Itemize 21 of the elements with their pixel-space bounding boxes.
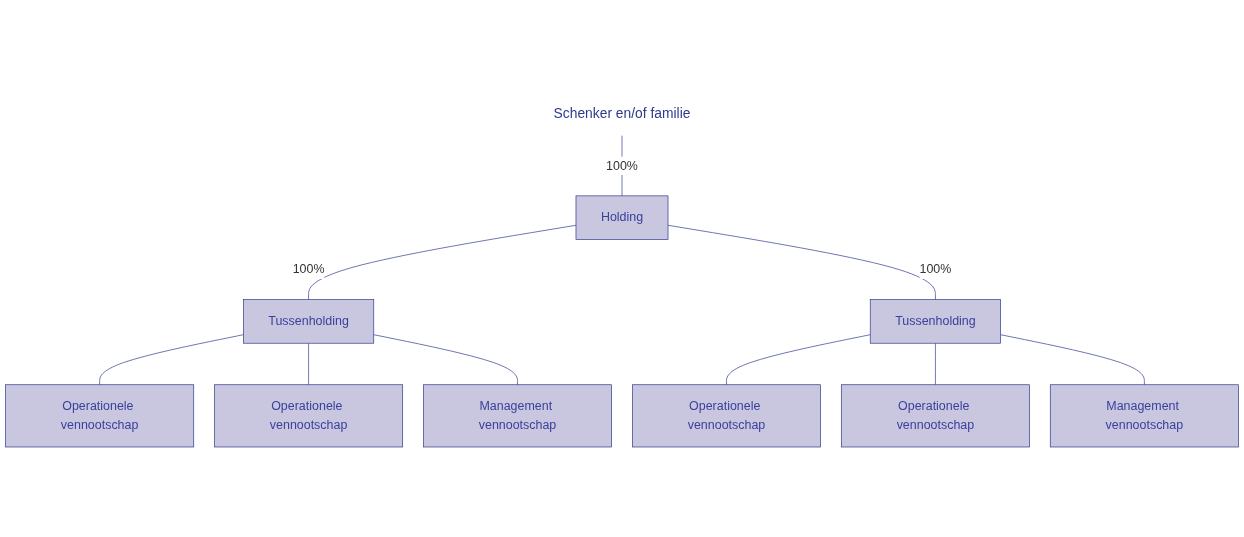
edge-label: 100% <box>919 262 952 277</box>
connector <box>308 224 577 300</box>
connector <box>935 342 936 386</box>
connector <box>667 224 936 300</box>
node-box: Operationele vennootschap <box>214 384 403 448</box>
edge-label: 100% <box>606 158 638 173</box>
node-box: Holding <box>575 195 669 240</box>
node-box: Management vennootschap <box>423 384 612 448</box>
connector <box>99 334 244 386</box>
node-box: Operationele vennootschap <box>632 384 821 448</box>
node-box: Tussenholding <box>243 299 375 344</box>
connector <box>373 334 518 386</box>
node-text: Schenker en/of familie <box>553 105 691 121</box>
connector <box>1000 334 1145 386</box>
edge-label: 100% <box>292 262 325 277</box>
connector <box>308 342 309 386</box>
node-box: Operationele vennootschap <box>5 384 195 448</box>
node-box: Tussenholding <box>869 299 1001 344</box>
connector <box>726 334 871 386</box>
node-box: Operationele vennootschap <box>841 384 1030 448</box>
node-box: Management vennootschap <box>1049 384 1239 448</box>
